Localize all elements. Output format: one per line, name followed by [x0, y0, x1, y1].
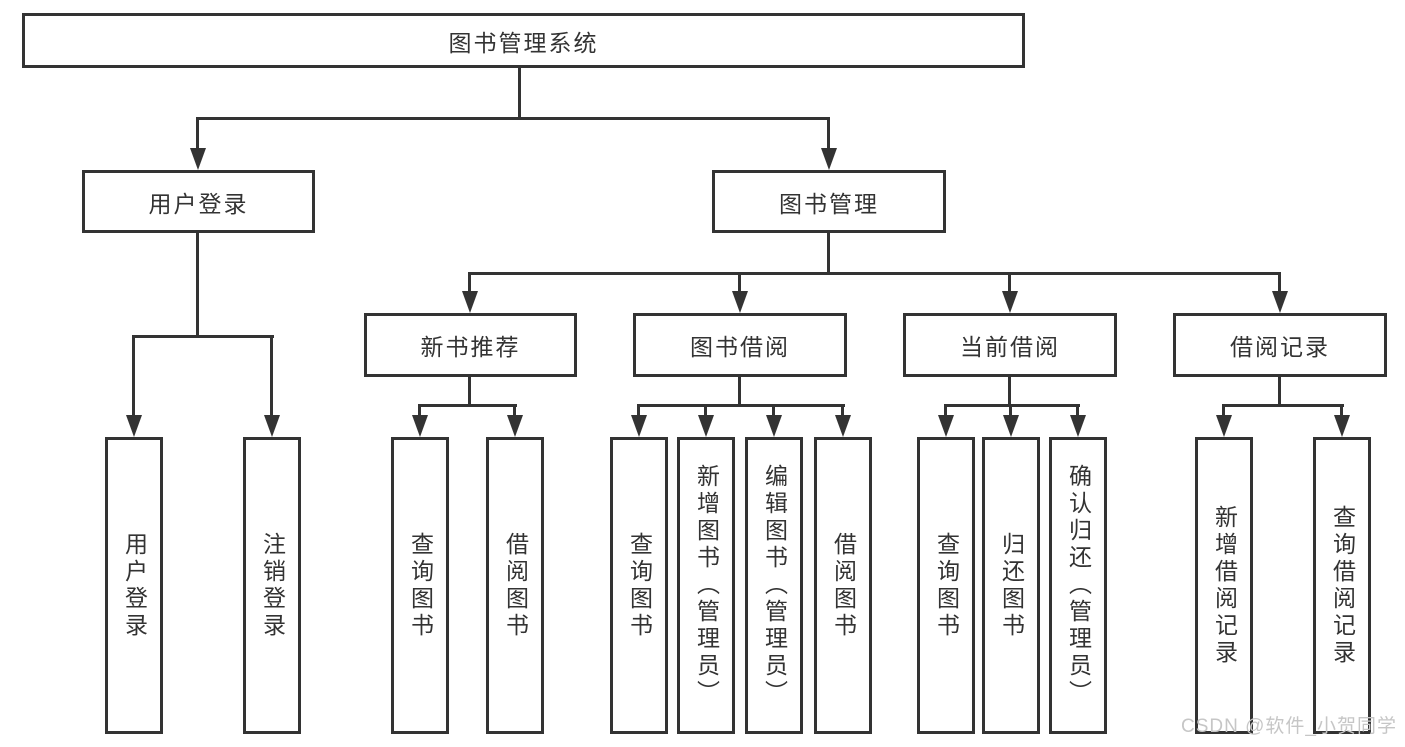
- connector-section-hline: [1222, 404, 1344, 407]
- node-borrow-records: 借阅记录: [1173, 313, 1387, 377]
- leaf-edit-book-admin-label: 编辑图书（管理员）: [761, 464, 788, 707]
- arrow-down-icon: [412, 415, 428, 437]
- connector-book-mgmt-stem: [827, 233, 830, 274]
- node-user-login-label: 用户登录: [148, 190, 249, 217]
- connector-drop-l3: [1278, 272, 1281, 294]
- connector-drop-l3: [738, 272, 741, 294]
- leaf-query-borrow-record: 查询借阅记录: [1313, 437, 1371, 734]
- connector-drop-leaf: [270, 335, 273, 418]
- node-book-borrow-label: 图书借阅: [690, 334, 790, 360]
- connector-drop-l3: [1008, 272, 1011, 294]
- arrow-down-icon: [835, 415, 851, 437]
- arrow-down-icon: [1272, 291, 1288, 313]
- leaf-add-borrow-record-label: 新增借阅记录: [1211, 504, 1238, 667]
- connector-drop-leaf: [772, 404, 775, 418]
- node-book-mgmt-label: 图书管理: [779, 190, 879, 217]
- leaf-query-borrow-record-label: 查询借阅记录: [1329, 504, 1356, 667]
- leaf-logout: 注销登录: [243, 437, 301, 734]
- connector-drop-leaf: [944, 404, 947, 418]
- arrow-down-icon: [1334, 415, 1350, 437]
- connector-section-hline: [418, 404, 517, 407]
- arrow-down-icon: [821, 148, 837, 170]
- connector-root-stem: [518, 68, 521, 118]
- connector-drop-leaf: [1222, 404, 1225, 418]
- leaf-query-book-3: 查询图书: [917, 437, 975, 734]
- connector-section-hline: [944, 404, 1080, 407]
- arrow-down-icon: [698, 415, 714, 437]
- arrow-down-icon: [507, 415, 523, 437]
- connector-drop-leaf: [1009, 404, 1012, 418]
- leaf-borrow-book-2: 借阅图书: [814, 437, 872, 734]
- leaf-borrow-book-2-label: 借阅图书: [830, 531, 857, 640]
- arrow-down-icon: [462, 291, 478, 313]
- arrow-down-icon: [938, 415, 954, 437]
- connector-section-stem: [1278, 377, 1281, 407]
- connector-drop-book-mgmt: [827, 117, 830, 151]
- leaf-add-book-admin: 新增图书（管理员）: [677, 437, 735, 734]
- arrow-down-icon: [1003, 415, 1019, 437]
- connector-drop-leaf: [704, 404, 707, 418]
- leaf-logout-label: 注销登录: [259, 531, 286, 640]
- connector-drop-leaf: [418, 404, 421, 418]
- leaf-borrow-book-1-label: 借阅图书: [502, 531, 529, 640]
- leaf-return-book: 归还图书: [982, 437, 1040, 734]
- connector-user-login-stem: [196, 233, 199, 337]
- connector-drop-l3: [468, 272, 471, 294]
- connector-drop-leaf: [132, 335, 135, 418]
- leaf-edit-book-admin: 编辑图书（管理员）: [745, 437, 803, 734]
- node-user-login: 用户登录: [82, 170, 315, 233]
- connector-section-stem: [1008, 377, 1011, 407]
- node-root: 图书管理系统: [22, 13, 1025, 68]
- connector-section-hline: [637, 404, 845, 407]
- arrow-down-icon: [766, 415, 782, 437]
- leaf-add-book-admin-label: 新增图书（管理员）: [693, 464, 720, 707]
- csdn-watermark: CSDN @软件_小贺同学: [1181, 716, 1397, 737]
- connector-l2-hline: [197, 117, 830, 120]
- connector-l3-hline: [468, 272, 1281, 275]
- arrow-down-icon: [264, 415, 280, 437]
- connector-drop-leaf: [1076, 404, 1079, 418]
- connector-drop-leaf: [841, 404, 844, 418]
- leaf-query-book-3-label: 查询图书: [933, 531, 960, 640]
- leaf-query-book-1: 查询图书: [391, 437, 449, 734]
- node-book-borrow: 图书借阅: [633, 313, 847, 377]
- leaf-borrow-book-1: 借阅图书: [486, 437, 544, 734]
- node-current-borrow: 当前借阅: [903, 313, 1117, 377]
- connector-drop-leaf: [1340, 404, 1343, 418]
- leaf-confirm-return-admin-label: 确认归还（管理员）: [1065, 464, 1092, 707]
- connector-section-stem: [468, 377, 471, 407]
- leaf-return-book-label: 归还图书: [998, 531, 1025, 640]
- leaf-query-book-2: 查询图书: [610, 437, 668, 734]
- connector-user-login-hline: [132, 335, 274, 338]
- arrow-down-icon: [1002, 291, 1018, 313]
- arrow-down-icon: [631, 415, 647, 437]
- node-new-book-recommend: 新书推荐: [364, 313, 577, 377]
- connector-drop-leaf: [513, 404, 516, 418]
- leaf-add-borrow-record: 新增借阅记录: [1195, 437, 1253, 734]
- arrow-down-icon: [126, 415, 142, 437]
- connector-drop-user-login: [196, 117, 199, 151]
- arrow-down-icon: [1216, 415, 1232, 437]
- node-book-mgmt: 图书管理: [712, 170, 946, 233]
- leaf-query-book-2-label: 查询图书: [626, 531, 653, 640]
- arrow-down-icon: [190, 148, 206, 170]
- leaf-user-login-label: 用户登录: [121, 531, 148, 640]
- connector-section-stem: [738, 377, 741, 407]
- node-root-label: 图书管理系统: [448, 29, 599, 56]
- arrow-down-icon: [1070, 415, 1086, 437]
- node-borrow-records-label: 借阅记录: [1230, 334, 1330, 360]
- node-current-borrow-label: 当前借阅: [960, 334, 1060, 360]
- node-new-book-recommend-label: 新书推荐: [420, 334, 521, 360]
- leaf-query-book-1-label: 查询图书: [407, 531, 434, 640]
- arrow-down-icon: [732, 291, 748, 313]
- leaf-user-login: 用户登录: [105, 437, 163, 734]
- connector-drop-leaf: [637, 404, 640, 418]
- leaf-confirm-return-admin: 确认归还（管理员）: [1049, 437, 1107, 734]
